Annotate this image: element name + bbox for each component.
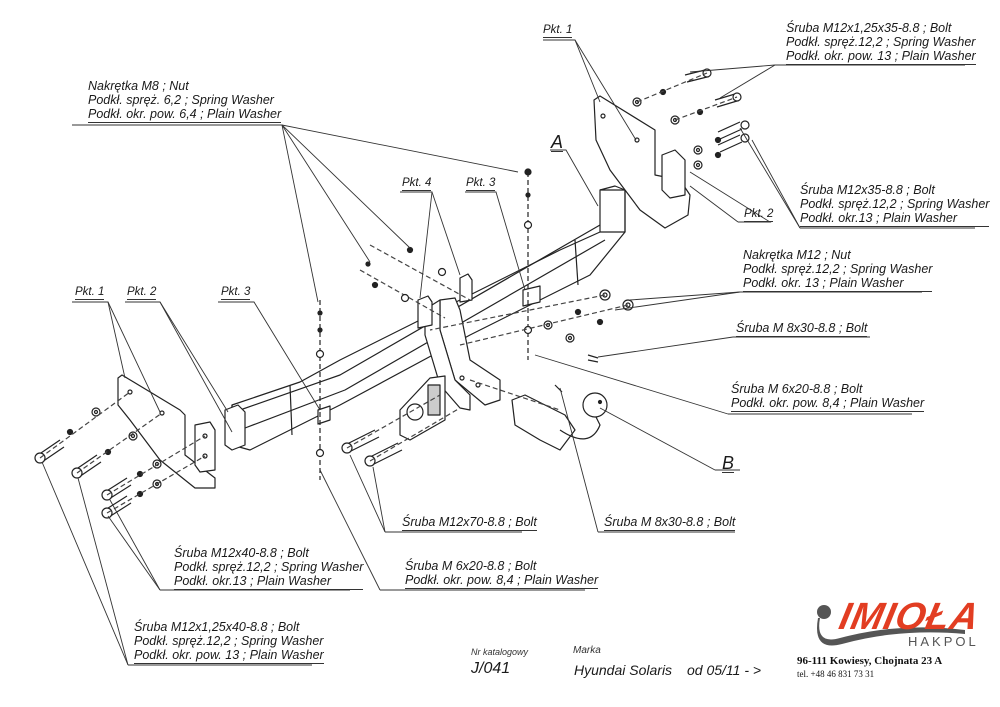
- callout-line: Podkł. spręż.12,2 ; Spring Washer: [800, 197, 990, 211]
- callout-bolt-m6x20-bottom: Śruba M 6x20-8.8 ; Bolt Podkł. okr. pow.…: [405, 559, 599, 589]
- company-logo-subtext: HAKPOL: [908, 634, 979, 649]
- callout-bolt-m12x40: Śruba M12x40-8.8 ; Bolt Podkł. spręż.12,…: [174, 546, 364, 590]
- callout-line: Podkł. spręż. 6,2 ; Spring Washer: [88, 93, 274, 107]
- brand-label: Marka: [573, 645, 601, 656]
- tow-ball-hook: [511, 392, 608, 451]
- beam-end-plate: [224, 404, 246, 451]
- callout-line: Podkł. okr. 13 ; Plain Washer: [743, 276, 933, 292]
- callout-line: Podkł. okr. pow. 13 ; Plain Washer: [134, 648, 324, 664]
- callout-line: Śruba M12x35-8.8 ; Bolt: [800, 183, 935, 197]
- callout-line: Podkł. okr. pow. 13 ; Plain Washer: [786, 49, 976, 65]
- callout-line: Podkł. spręż.12,2 ; Spring Washer: [786, 35, 976, 49]
- callout-bolt-m12x70: Śruba M12x70-8.8 ; Bolt: [402, 515, 537, 531]
- company-address: 96-111 Kowiesy, Chojnata 23 A: [797, 655, 943, 667]
- left-spacer-plate: [194, 421, 216, 473]
- callout-line: Śruba M12x1,25x35-8.8 ; Bolt: [786, 21, 952, 35]
- callout-nut-m8: Nakrętka M8 ; Nut Podkł. spręż. 6,2 ; Sp…: [88, 79, 282, 123]
- callout-line: Śruba M 6x20-8.8 ; Bolt: [731, 382, 863, 396]
- callout-line: Podkł. okr. pow. 6,4 ; Plain Washer: [88, 107, 282, 123]
- callout-bolt-m12x125x40: Śruba M12x1,25x40-8.8 ; Bolt Podkł. sprę…: [134, 620, 324, 664]
- callout-line: Podkł. spręż.12,2 ; Spring Washer: [174, 560, 364, 574]
- callout-line: Nakrętka M8 ; Nut: [88, 79, 189, 93]
- company-logo-hook: [817, 605, 965, 646]
- point-label-pkt1-right: Pkt. 1: [543, 24, 573, 38]
- callout-line: Nakrętka M12 ; Nut: [743, 248, 851, 262]
- catalog-number-label: Nr katalogowy: [471, 647, 529, 657]
- company-phone: tel. +48 46 831 73 31: [797, 669, 875, 679]
- callout-line: Podkł. spręż.12,2 ; Spring Washer: [134, 634, 324, 648]
- vehicle-model: Hyundai Solaris: [574, 662, 673, 678]
- assembly-label-b: B: [722, 453, 735, 473]
- catalog-number: J/041: [471, 660, 511, 677]
- callout-line: Podkł. spręż.12,2 ; Spring Washer: [743, 262, 933, 276]
- callout-line: Śruba M12x70-8.8 ; Bolt: [402, 515, 537, 531]
- point-label-pkt2-left: Pkt. 2: [127, 286, 157, 300]
- assembly-label-a: A: [551, 132, 564, 152]
- callout-bolt-m8x30-right: Śruba M 8x30-8.8 ; Bolt: [736, 321, 868, 337]
- callout-line: Podkł. okr.13 ; Plain Washer: [174, 574, 364, 590]
- company-logo-text: IMIOŁA: [835, 596, 984, 638]
- right-mount-bracket: [593, 95, 691, 229]
- point-label-pkt2-right: Pkt. 2: [744, 208, 774, 222]
- callout-line: Śruba M12x40-8.8 ; Bolt: [174, 546, 309, 560]
- callout-line: Podkł. okr.13 ; Plain Washer: [800, 211, 990, 227]
- callout-bolt-m12x35: Śruba M12x35-8.8 ; Bolt Podkł. spręż.12,…: [800, 183, 990, 227]
- bolt-group-right: [632, 68, 750, 170]
- leader-lines: [41, 39, 975, 666]
- callout-line: Śruba M12x1,25x40-8.8 ; Bolt: [134, 620, 300, 634]
- callout-line: Podkł. okr. pow. 8,4 ; Plain Washer: [731, 396, 925, 412]
- point-label-pkt3-center: Pkt. 3: [466, 177, 496, 191]
- callout-line: Podkł. okr. pow. 8,4 ; Plain Washer: [405, 573, 599, 589]
- callout-nut-m12: Nakrętka M12 ; Nut Podkł. spręż.12,2 ; S…: [743, 248, 933, 292]
- callout-bolt-m8x30-bottom: Śruba M 8x30-8.8 ; Bolt: [604, 515, 736, 531]
- callout-line: Śruba M 6x20-8.8 ; Bolt: [405, 559, 537, 573]
- callout-bolt-m6x20-right: Śruba M 6x20-8.8 ; Bolt Podkł. okr. pow.…: [731, 382, 925, 412]
- left-mount-bracket: [117, 374, 216, 489]
- right-spacer-plate: [661, 149, 686, 199]
- point-label-pkt4: Pkt. 4: [402, 177, 432, 191]
- callout-bolt-m12x125x35: Śruba M12x1,25x35-8.8 ; Bolt Podkł. sprę…: [786, 21, 976, 65]
- callout-line: Śruba M 8x30-8.8 ; Bolt: [736, 321, 868, 337]
- callout-line: Śruba M 8x30-8.8 ; Bolt: [604, 515, 736, 531]
- point-label-pkt3-left: Pkt. 3: [221, 286, 251, 300]
- point-label-pkt1-left: Pkt. 1: [75, 286, 105, 300]
- vehicle-years: od 05/11 - >: [687, 662, 762, 678]
